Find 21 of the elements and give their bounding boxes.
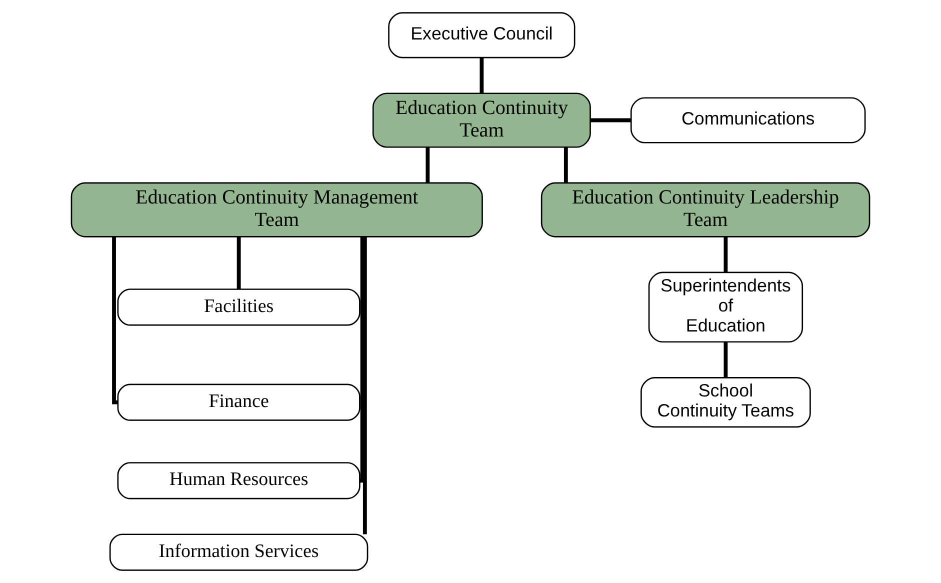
connector: [236, 236, 241, 290]
connector: [112, 236, 118, 404]
node-box: Information Services: [109, 534, 368, 571]
node-box: Education Continuity Leadership Team: [540, 182, 870, 238]
node-box: Superintendents of Education: [648, 272, 804, 343]
connector: [360, 236, 364, 483]
connector: [564, 147, 568, 183]
connector: [480, 58, 484, 94]
connector: [590, 118, 632, 122]
node-box: School Continuity Teams: [640, 377, 811, 428]
connector: [426, 147, 430, 183]
node-box: Human Resources: [117, 462, 360, 500]
connector: [724, 342, 728, 378]
node-box: Finance: [117, 384, 360, 421]
connector: [724, 236, 728, 272]
node-box: Communications: [630, 97, 866, 144]
node-box: Facilities: [117, 288, 360, 326]
node-box: Education Continuity Team: [372, 92, 591, 148]
connector: [362, 236, 367, 534]
node-box: Education Continuity Management Team: [70, 182, 483, 238]
node-box: Executive Council: [388, 12, 576, 58]
